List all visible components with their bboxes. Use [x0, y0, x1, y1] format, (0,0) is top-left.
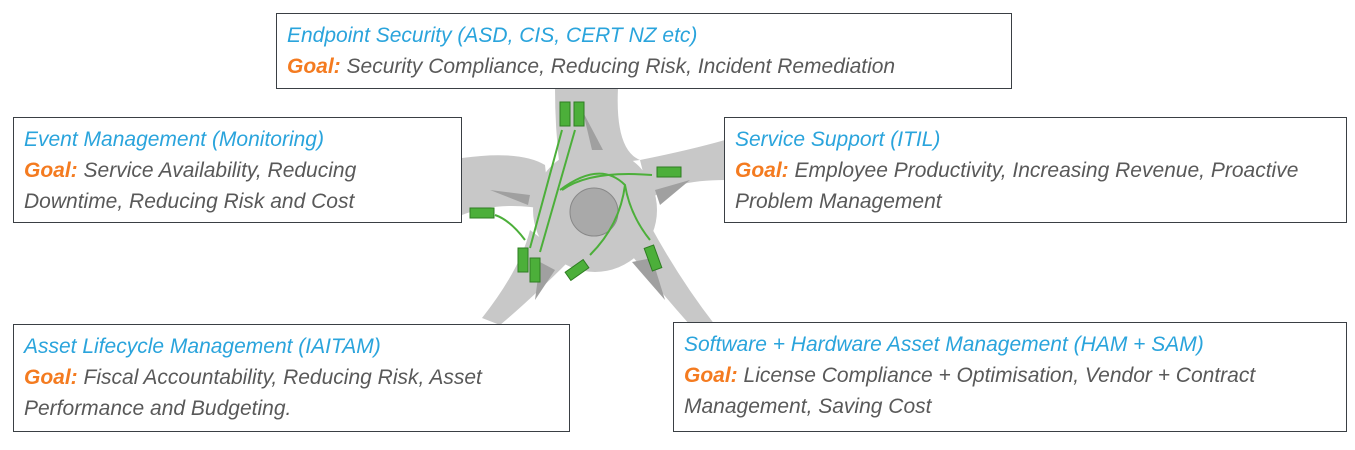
goal-text: Employee Productivity, Increasing Revenu…	[735, 159, 1299, 213]
box-title: Service Support (ITIL)	[735, 128, 941, 151]
box-title: Event Management (Monitoring)	[24, 128, 324, 151]
goal-label: Goal:	[24, 366, 78, 389]
box-title: Asset Lifecycle Management (IAITAM)	[24, 335, 381, 358]
endpoint-security-box: Endpoint Security (ASD, CIS, CERT NZ etc…	[276, 13, 1012, 89]
vehicle	[529, 257, 541, 283]
goal-text: Fiscal Accountability, Reducing Risk, As…	[24, 366, 482, 420]
vehicle	[643, 244, 663, 272]
service-support-box: Service Support (ITIL) Goal: Employee Pr…	[724, 117, 1347, 223]
road-southwest	[482, 230, 570, 325]
software-hardware-asset-box: Software + Hardware Asset Management (HA…	[673, 322, 1347, 432]
goal-label: Goal:	[735, 159, 789, 182]
goal-text: Security Compliance, Reducing Risk, Inci…	[346, 55, 896, 78]
goal-text: License Compliance + Optimisation, Vendo…	[684, 364, 1256, 418]
goal-text: Service Availability, Reducing Downtime,…	[24, 159, 357, 213]
box-title: Endpoint Security (ASD, CIS, CERT NZ etc…	[287, 24, 698, 47]
vehicle	[559, 101, 571, 127]
asset-lifecycle-box: Asset Lifecycle Management (IAITAM) Goal…	[13, 324, 570, 432]
vehicle	[573, 101, 585, 127]
goal-label: Goal:	[684, 364, 738, 387]
goal-label: Goal:	[24, 159, 78, 182]
vehicle	[517, 247, 529, 273]
road-southeast	[620, 225, 715, 325]
vehicle	[656, 166, 682, 178]
road-east	[640, 140, 725, 200]
goal-label: Goal:	[287, 55, 341, 78]
box-title: Software + Hardware Asset Management (HA…	[684, 333, 1204, 356]
vehicle	[564, 258, 590, 282]
event-management-box: Event Management (Monitoring) Goal: Serv…	[13, 117, 462, 223]
vehicle	[469, 207, 495, 219]
